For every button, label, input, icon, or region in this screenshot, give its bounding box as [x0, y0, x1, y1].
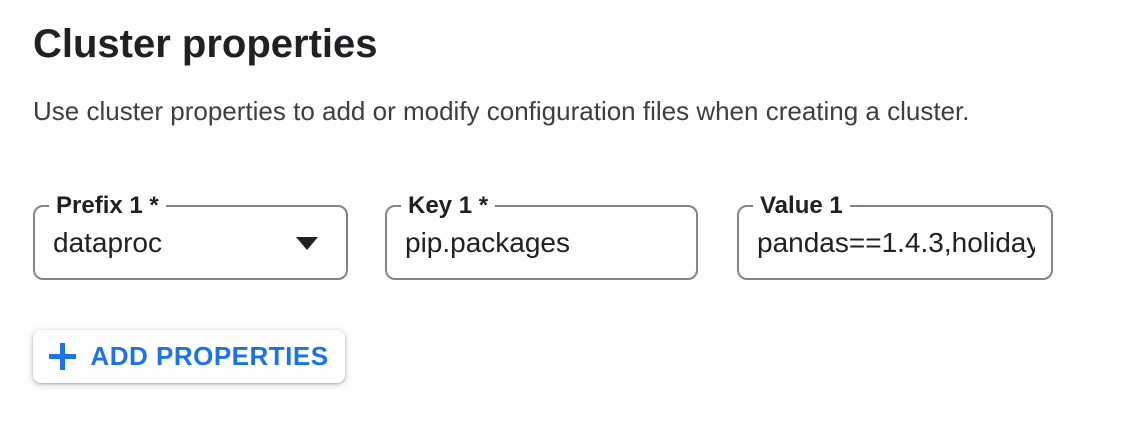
dropdown-arrow-icon[interactable]	[296, 236, 318, 250]
prefix-select-field[interactable]: Prefix 1 * dataproc	[33, 192, 348, 280]
value-input-value: pandas==1.4.3,holiday	[757, 226, 1035, 258]
value-input-field[interactable]: Value 1 pandas==1.4.3,holiday	[737, 192, 1053, 280]
page-subtitle: Use cluster properties to add or modify …	[33, 96, 970, 126]
prefix-field-label: Prefix 1 *	[49, 192, 166, 220]
prefix-selected-value: dataproc	[53, 226, 162, 258]
key-input-field[interactable]: Key 1 * pip.packages	[385, 192, 698, 280]
page-title: Cluster properties	[33, 22, 378, 66]
key-field-label: Key 1 *	[401, 192, 496, 220]
add-properties-button-label: ADD PROPERTIES	[90, 341, 329, 371]
add-properties-button[interactable]: ADD PROPERTIES	[33, 330, 345, 383]
value-field-label: Value 1	[753, 192, 850, 220]
plus-icon	[49, 343, 77, 370]
key-input-value: pip.packages	[405, 226, 571, 258]
